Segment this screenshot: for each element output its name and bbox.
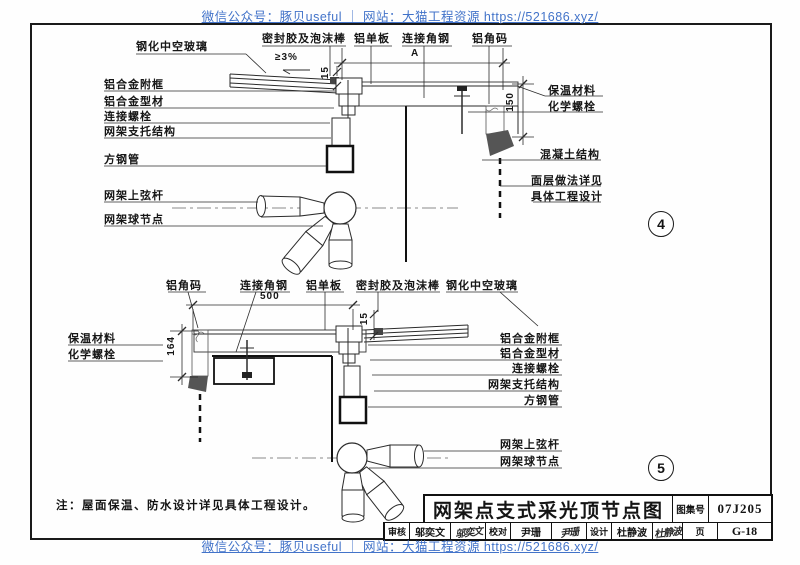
title-block: 网架点支式采光顶节点图 图集号 07J205 <box>423 494 773 524</box>
page-number: G-18 <box>731 523 758 538</box>
label-bolt-d5: 连接螺栓 <box>512 363 560 375</box>
label-top-chord-d4: 网架上弦杆 <box>104 190 164 202</box>
watermark-bottom: 微信公众号：豚贝useful ｜ 网站：大猫工程资源 https://52168… <box>201 540 599 554</box>
label-insulation-d5: 保温材料 <box>68 333 116 345</box>
anchor-d4 <box>454 86 470 134</box>
drawing-title: 网架点支式采光顶节点图 <box>425 496 673 522</box>
square-tube-d5 <box>338 395 368 425</box>
leaders-top-d4 <box>262 45 512 104</box>
leaders-top-d5 <box>168 291 539 353</box>
label-glass-d4: 钢化中空玻璃 <box>136 41 208 53</box>
label-alu-profile-d4: 铝合金型材 <box>104 96 164 108</box>
member-down-d5 <box>341 472 365 523</box>
label-ball-node-d4: 网架球节点 <box>104 214 164 226</box>
frame-d5 <box>335 325 363 366</box>
dim-500 <box>186 300 360 330</box>
label-ball-node-d5: 网架球节点 <box>500 456 560 468</box>
label-alu-corner-d4: 铝角码 <box>472 33 508 45</box>
general-note: 注：屋面保温、防水设计详见具体工程设计。 <box>56 500 316 512</box>
label-alu-panel-d5: 铝单板 <box>306 280 342 292</box>
atlas-number-label: 图集号 <box>673 496 709 522</box>
label-sealant-d5: 密封胶及泡沫棒 <box>356 280 440 292</box>
label-angle-steel-d5: 连接角钢 <box>240 280 288 292</box>
label-alu-corner-d5: 铝角码 <box>166 280 202 292</box>
dim-text-500: 500 <box>260 291 280 302</box>
detail4-drawing <box>104 45 603 275</box>
label-chem-anchor-d4: 化学螺栓 <box>548 101 596 113</box>
label-support-d5: 网架支托结构 <box>488 379 560 391</box>
label-alu-subframe-d4: 铝合金附框 <box>104 79 164 91</box>
review-signature: 邬奕文 <box>451 523 486 539</box>
watermark-top: 微信公众号：豚贝useful ｜ 网站：大猫工程资源 https://52168… <box>201 10 599 24</box>
design-label: 设计 <box>587 523 612 539</box>
leaders-left-d5 <box>68 344 163 362</box>
dim-A <box>334 48 510 90</box>
label-concrete-d4: 混凝土结构 <box>540 149 600 161</box>
square-tube-d4 <box>325 144 355 174</box>
check-name: 尹珊 <box>511 523 552 539</box>
slope-mark <box>282 69 310 75</box>
detail-number-4: 4 <box>648 211 674 237</box>
label-glass-d5: 钢化中空玻璃 <box>446 280 518 292</box>
leaders-right-d5 <box>368 344 562 469</box>
ball-node-d5 <box>336 442 368 474</box>
label-sealant-d4: 密封胶及泡沫棒 <box>262 33 346 45</box>
label-bolt-d4: 连接螺栓 <box>104 111 152 123</box>
dim-text-A: A <box>411 48 420 59</box>
atlas-number: 07J205 <box>717 501 763 516</box>
label-alu-panel-d4: 铝单板 <box>354 33 390 45</box>
dim-text-15-d4: 15 <box>320 66 331 80</box>
design-signature: 杜静波 <box>653 523 683 539</box>
chord-right-d5 <box>366 444 424 468</box>
signature-row: 审核 邬奕文 邬奕文 校对 尹珊 尹珊 设计 杜静波 杜静波 页 G-18 <box>383 522 773 541</box>
leaders-left-d4 <box>104 53 336 227</box>
review-name: 邬奕文 <box>410 523 451 539</box>
concrete-d5 <box>212 355 333 462</box>
label-finish2-d4: 具体工程设计 <box>531 191 603 203</box>
glass-d4 <box>229 73 339 94</box>
label-insulation-d4: 保温材料 <box>548 85 596 97</box>
detail5-drawing <box>68 291 562 523</box>
label-angle-steel-d4: 连接角钢 <box>402 33 450 45</box>
label-finish1-d4: 面层做法详见 <box>531 175 603 187</box>
label-support-d4: 网架支托结构 <box>104 126 176 138</box>
dim-text-164: 164 <box>166 336 177 356</box>
chord-diag-d5 <box>356 466 405 521</box>
label-alu-subframe-d5: 铝合金附框 <box>500 333 560 345</box>
ball-node-d4 <box>323 191 357 225</box>
leaders-right-d4 <box>468 85 603 203</box>
member-down-d4 <box>328 223 353 270</box>
dim-15-d5 <box>369 309 379 341</box>
label-top-chord-d5: 网架上弦杆 <box>500 439 560 451</box>
frame-d4 <box>335 77 363 118</box>
dim-text-15-d5: 15 <box>359 312 370 326</box>
anchor-d5 <box>240 340 254 380</box>
dim-text-slope: ≥3% <box>275 52 298 63</box>
dim-15-d4 <box>332 66 342 91</box>
chord-diag-d4 <box>281 215 335 275</box>
dim-text-150: 150 <box>505 92 516 112</box>
dim-150 <box>512 76 534 145</box>
detail-number-5: 5 <box>648 455 674 481</box>
chord-left-d4 <box>256 195 325 218</box>
review-label: 审核 <box>385 523 410 539</box>
dim-164 <box>170 324 198 385</box>
page-label: 页 <box>683 523 718 539</box>
label-square-tube-d4: 方钢管 <box>104 154 140 166</box>
design-name: 杜静波 <box>612 523 653 539</box>
label-chem-anchor-d5: 化学螺栓 <box>68 349 116 361</box>
check-signature: 尹珊 <box>552 523 587 539</box>
check-label: 校对 <box>486 523 511 539</box>
label-alu-profile-d5: 铝合金型材 <box>500 348 560 360</box>
label-square-tube-d5: 方钢管 <box>524 395 560 407</box>
